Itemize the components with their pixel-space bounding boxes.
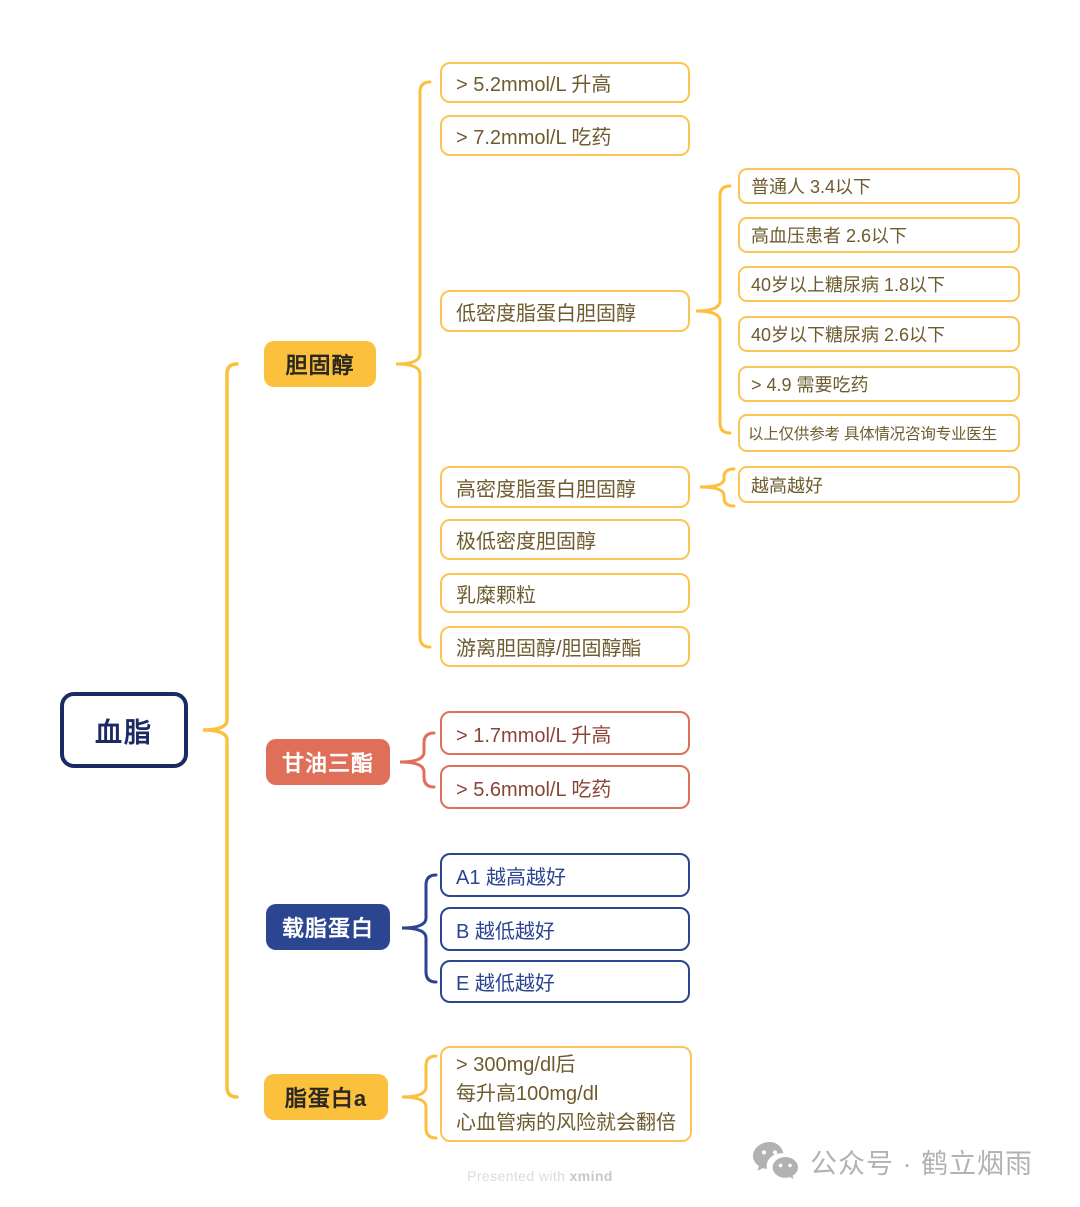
topic-ldl-cholesterol[interactable]: 低密度脂蛋白胆固醇	[440, 290, 690, 332]
topic-apo-a1[interactable]: A1 越高越好	[440, 853, 690, 897]
brace-root	[202, 362, 239, 1099]
brace-cholesterol	[395, 80, 432, 649]
topic-triglyceride-1-7[interactable]: > 1.7mmol/L 升高	[440, 711, 690, 755]
wechat-icon	[752, 1140, 800, 1182]
topic-triglyceride-5-6[interactable]: > 5.6mmol/L 吃药	[440, 765, 690, 809]
root-topic-blood-lipids[interactable]: 血脂	[60, 692, 188, 768]
branch-topic-triglycerides[interactable]: 甘油三酯	[266, 739, 390, 785]
topic-ldl-disclaimer[interactable]: 以上仅供参考 具体情况咨询专业医生	[738, 414, 1020, 452]
topic-hdl-higher-better[interactable]: 越高越好	[738, 466, 1020, 503]
lpa-risk-line-2: 每升高100mg/dl	[456, 1082, 599, 1105]
topic-apo-b[interactable]: B 越低越好	[440, 907, 690, 951]
topic-cholesterol-5-2[interactable]: > 5.2mmol/L 升高	[440, 62, 690, 103]
topic-vldl-cholesterol[interactable]: 极低密度胆固醇	[440, 519, 690, 560]
topic-free-cholesterol-ester[interactable]: 游离胆固醇/胆固醇酯	[440, 626, 690, 667]
topic-ldl-diabetes-over-40[interactable]: 40岁以上糖尿病 1.8以下	[738, 266, 1020, 302]
topic-ldl-hypertension[interactable]: 高血压患者 2.6以下	[738, 217, 1020, 253]
topic-chylomicron[interactable]: 乳糜颗粒	[440, 573, 690, 613]
topic-hdl-cholesterol[interactable]: 高密度脂蛋白胆固醇	[440, 466, 690, 508]
branch-topic-apolipoprotein[interactable]: 载脂蛋白	[266, 904, 390, 950]
topic-ldl-medication-threshold[interactable]: > 4.9 需要吃药	[738, 366, 1020, 402]
topic-cholesterol-7-2[interactable]: > 7.2mmol/L 吃药	[440, 115, 690, 156]
topic-ldl-diabetes-under-40[interactable]: 40岁以下糖尿病 2.6以下	[738, 316, 1020, 352]
lpa-risk-line-3: 心血管病的风险就会翻倍	[456, 1111, 676, 1134]
presented-with-xmind-label: Presented with xmind	[467, 1168, 613, 1184]
brace-lipoprotein-a	[401, 1054, 438, 1140]
xmind-brand-label: xmind	[569, 1168, 613, 1184]
wechat-watermark: 公众号 · 鹤立烟雨	[752, 1140, 1033, 1182]
branch-topic-lipoprotein-a[interactable]: 脂蛋白a	[264, 1074, 388, 1120]
wechat-account-label: 公众号 · 鹤立烟雨	[810, 1148, 1033, 1179]
brace-apolipoprotein	[401, 873, 438, 984]
topic-apo-e[interactable]: E 越低越好	[440, 960, 690, 1003]
topic-ldl-normal-person[interactable]: 普通人 3.4以下	[738, 168, 1020, 204]
brace-hdl	[699, 467, 736, 508]
brace-triglycerides	[399, 731, 436, 789]
lpa-risk-line-1: > 300mg/dl后	[456, 1053, 576, 1076]
branch-topic-cholesterol[interactable]: 胆固醇	[264, 341, 376, 387]
brace-ldl	[695, 184, 732, 435]
topic-lpa-risk-note[interactable]: > 300mg/dl后 每升高100mg/dl 心血管病的风险就会翻倍	[440, 1046, 692, 1142]
